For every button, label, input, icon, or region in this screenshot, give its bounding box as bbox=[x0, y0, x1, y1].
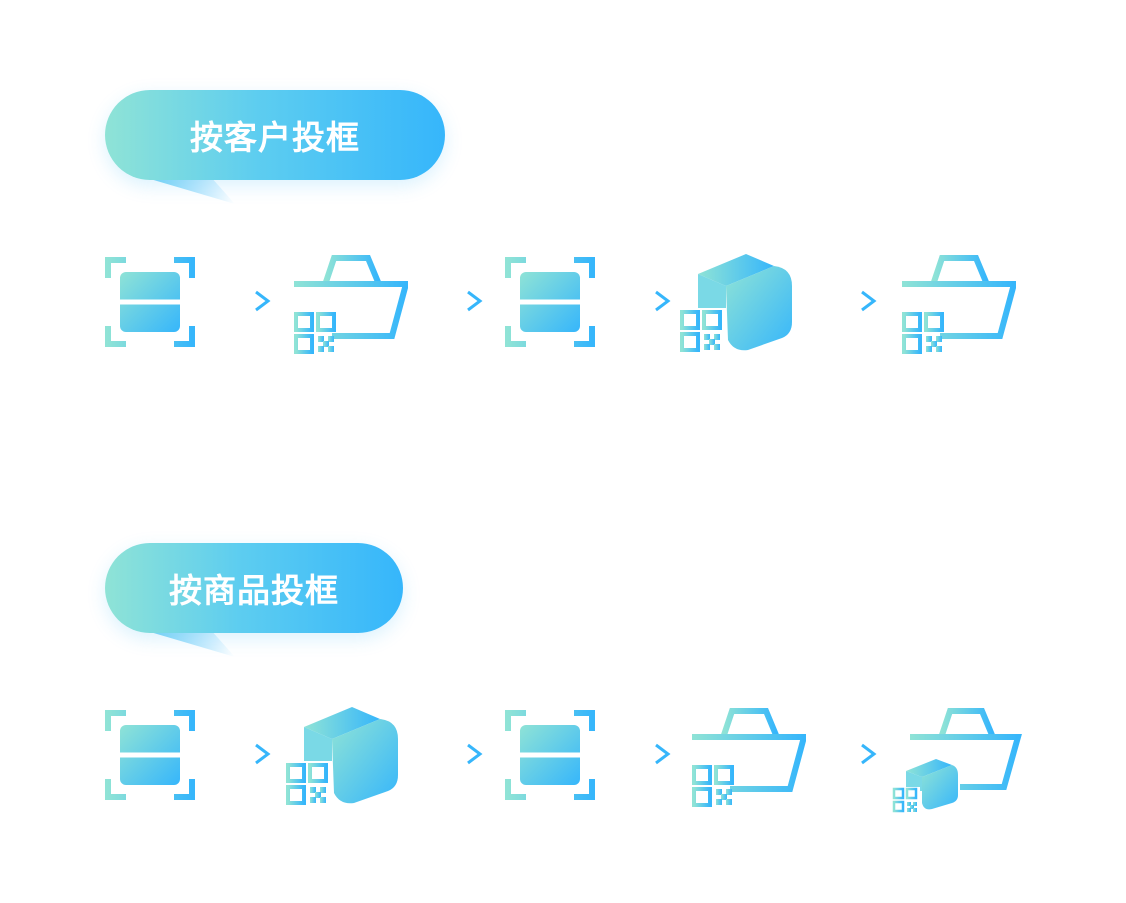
basket-qr-icon bbox=[692, 708, 806, 807]
arrow-icon bbox=[614, 290, 671, 312]
box-qr-icon bbox=[678, 254, 792, 356]
scan-icon bbox=[504, 710, 596, 800]
scan-icon bbox=[104, 710, 196, 800]
arrow-icon bbox=[426, 290, 483, 312]
bubble-tail-1 bbox=[140, 176, 235, 204]
section-title-2: 按商品投框 bbox=[105, 543, 403, 633]
bubble-tail-2 bbox=[140, 629, 235, 657]
arrow-icon bbox=[214, 743, 271, 765]
flow-row-1 bbox=[0, 250, 1126, 370]
scan-icon bbox=[504, 257, 596, 347]
section-title-2-text: 按商品投框 bbox=[169, 571, 339, 610]
arrow-icon bbox=[214, 290, 271, 312]
section-title-1: 按客户投框 bbox=[105, 90, 445, 180]
basket-qr-icon bbox=[902, 255, 1016, 354]
basket-qr-icon bbox=[294, 255, 408, 354]
basket-box-icon bbox=[892, 708, 1022, 815]
section-title-1-text: 按客户投框 bbox=[190, 118, 360, 157]
flow-row-2 bbox=[0, 703, 1126, 823]
arrow-icon bbox=[426, 743, 483, 765]
box-qr-icon bbox=[284, 707, 398, 809]
arrow-icon bbox=[820, 743, 877, 765]
scan-icon bbox=[104, 257, 196, 347]
arrow-icon bbox=[614, 743, 671, 765]
arrow-icon bbox=[820, 290, 877, 312]
